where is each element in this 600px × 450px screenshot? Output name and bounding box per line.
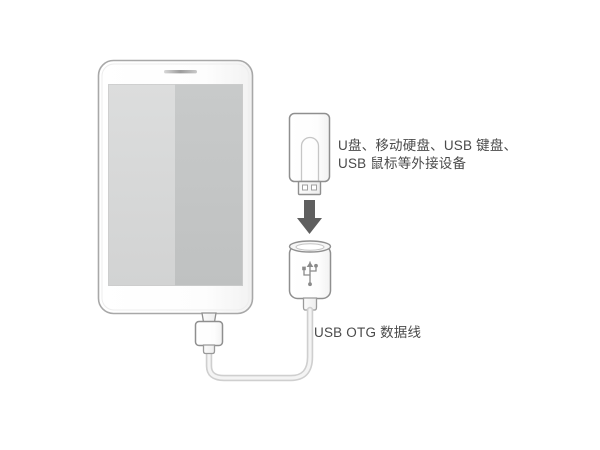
usb-contact-pin-right: [311, 184, 317, 191]
usb-contact-pin-left: [302, 184, 308, 191]
external-devices-label: U盘、移动硬盘、USB 键盘、 USB 鼠标等外接设备: [338, 137, 517, 173]
screen-right-half: [175, 84, 243, 286]
screen-outline: [108, 84, 243, 286]
usb-trident-symbol: [302, 261, 318, 287]
down-arrow-shape: [297, 200, 322, 234]
otg-strain-relief: [302, 297, 318, 311]
micro-usb-body: [194, 320, 224, 347]
down-arrow-icon: [297, 200, 322, 234]
phone-screen: [108, 84, 243, 286]
otg-cable-outer: [205, 306, 314, 382]
earpiece-icon: [164, 70, 197, 74]
usb-a-female-port: [288, 240, 332, 311]
smartphone: [97, 59, 254, 315]
otg-port-slot: [295, 243, 325, 251]
otg-cable-inner: [207, 308, 312, 380]
flash-drive-arch-detail: [300, 136, 320, 182]
external-devices-label-line2: USB 鼠标等外接设备: [338, 156, 467, 171]
usb-flash-drive: [288, 112, 331, 196]
flash-drive-body: [288, 112, 331, 183]
micro-usb-plug: [194, 312, 224, 355]
screen-left-half: [108, 84, 175, 286]
otg-cable-label: USB OTG 数据线: [314, 325, 422, 340]
usb-a-male-plug: [297, 180, 322, 196]
phone-bezel: [101, 63, 250, 311]
micro-usb-tip: [201, 312, 217, 323]
external-devices-label-line1: U盘、移动硬盘、USB 键盘、: [338, 138, 518, 153]
micro-usb-strain-relief: [202, 344, 216, 355]
